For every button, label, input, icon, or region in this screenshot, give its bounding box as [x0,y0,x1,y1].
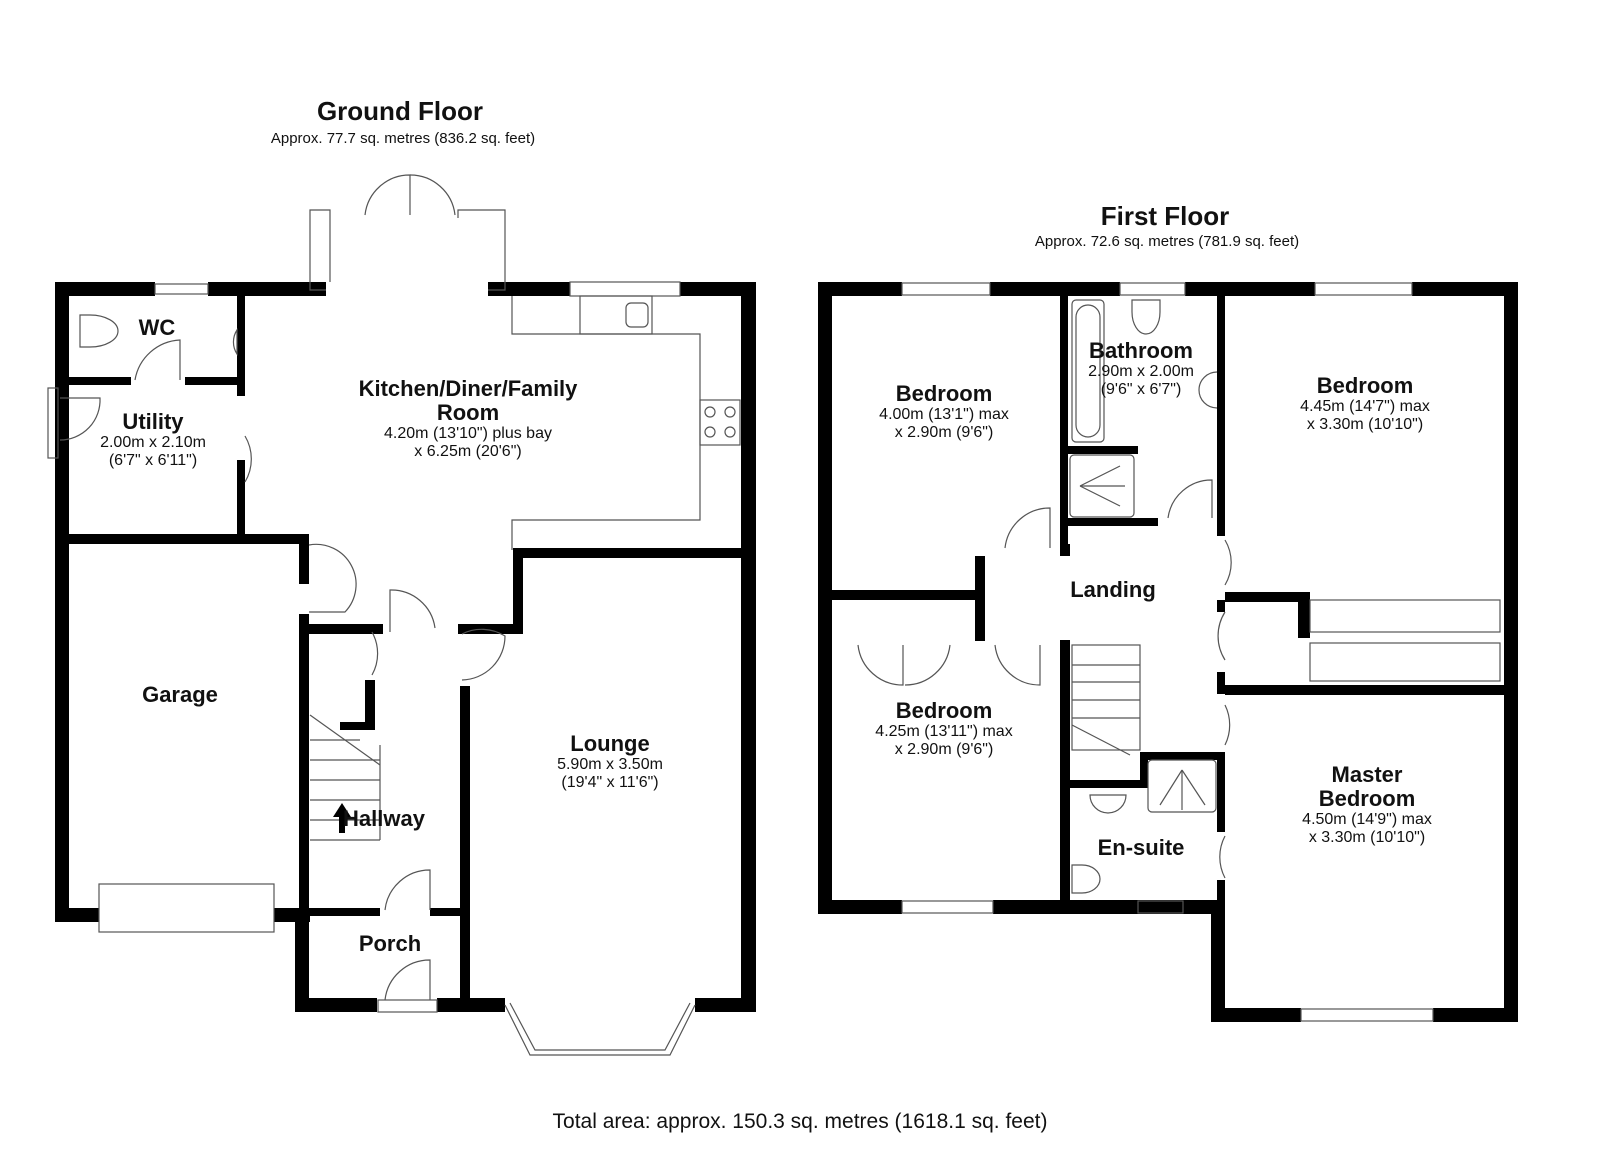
room-dimensions-line1: 4.45m (14'7") max [1300,398,1430,415]
room-name: Bathroom [1089,338,1193,363]
room-dimensions-metric: 2.00m x 2.10m [100,434,206,451]
ground-floor-walls [55,282,756,1012]
room-name: Lounge [570,731,650,756]
room-label-wc: WC [139,316,176,340]
room-dimensions-line1: 4.25m (13'11") max [875,723,1013,740]
room-label-garage: Garage [142,683,218,707]
first-floor-fixtures [857,282,1501,1022]
first-floor-walls [818,282,1518,1022]
first-floor-area: Approx. 72.6 sq. metres (781.9 sq. feet) [1034,233,1300,250]
room-name: Utility [122,409,184,434]
room-label-kitchen: Kitchen/Diner/Family Room 4.20m (13'10")… [359,377,578,461]
room-dimensions-line2: x 3.30m (10'10") [1306,416,1424,433]
room-dimensions-imperial: (6'7" x 6'11") [108,452,198,469]
room-dimensions-line2: x 2.90m (9'6") [894,741,994,758]
room-label-utility: Utility 2.00m x 2.10m (6'7" x 6'11") [100,410,206,470]
room-name: Bedroom [895,381,993,406]
room-label-ensuite: En-suite [1098,836,1185,860]
ground-floor-title: Ground Floor [316,96,484,126]
ground-floor-fixtures [47,174,741,1056]
room-dimensions-metric: 5.90m x 3.50m [557,756,663,773]
room-dimensions-imperial: (9'6" x 6'7") [1100,381,1182,398]
room-label-bedroom-rear-left: Bedroom 4.25m (13'11") max x 2.90m (9'6"… [875,699,1012,759]
room-dimensions-metric: 2.90m x 2.00m [1088,363,1194,380]
room-name: Hallway [343,806,425,831]
room-label-bathroom: Bathroom 2.90m x 2.00m (9'6" x 6'7") [1088,339,1194,399]
room-name-line2: Bedroom [1318,786,1416,811]
room-label-hallway: Hallway [343,807,425,831]
room-label-lounge: Lounge 5.90m x 3.50m (19'4" x 11'6") [557,732,663,792]
room-dimensions-line2: x 2.90m (9'6") [894,424,994,441]
room-name: Landing [1070,577,1156,602]
room-label-landing: Landing [1070,578,1156,602]
room-dimensions-line1: 4.20m (13'10") plus bay [384,425,552,442]
first-floor-title: First Floor [1100,201,1230,231]
room-label-porch: Porch [359,932,421,956]
room-name: Bedroom [1316,373,1414,398]
room-dimensions-imperial: (19'4" x 11'6") [561,774,659,791]
room-label-bedroom-front-right: Bedroom 4.45m (14'7") max x 3.30m (10'10… [1300,374,1430,434]
hallway-stair-arrow [333,803,351,833]
room-dimensions-line2: x 6.25m (20'6") [414,443,522,460]
room-dimensions-line1: 4.00m (13'1") max [879,406,1009,423]
room-name: Garage [142,682,218,707]
room-name: Porch [358,931,422,956]
room-dimensions-line1: 4.50m (14'9") max [1302,811,1432,828]
room-label-bedroom-front-left: Bedroom 4.00m (13'1") max x 2.90m (9'6") [879,382,1009,442]
room-name-line2: Room [436,400,500,425]
total-area: Total area: approx. 150.3 sq. metres (16… [552,1110,1048,1133]
room-dimensions-line2: x 3.30m (10'10") [1308,829,1426,846]
room-name-line1: Master [1331,762,1403,787]
room-name: Bedroom [895,698,993,723]
room-name: En-suite [1097,835,1185,860]
ground-floor-area: Approx. 77.7 sq. metres (836.2 sq. feet) [270,130,536,147]
room-name-line1: Kitchen/Diner/Family [358,376,578,401]
room-label-master-bedroom: Master Bedroom 4.50m (14'9") max x 3.30m… [1302,763,1432,847]
room-name: WC [138,315,176,340]
